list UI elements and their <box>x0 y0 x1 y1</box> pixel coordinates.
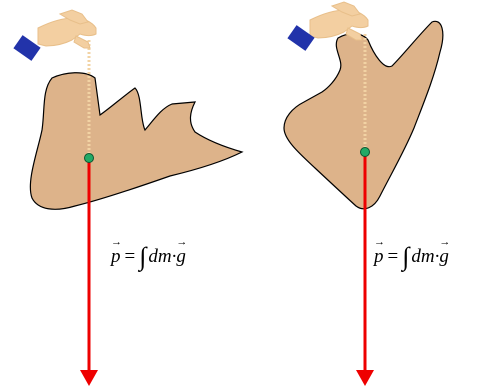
formula-integral: ∫ <box>402 242 410 271</box>
hand-icon <box>37 9 97 49</box>
formula-vector-g: g <box>176 237 186 266</box>
formula-vector-p: p <box>111 237 121 266</box>
left-arrowhead <box>80 370 98 386</box>
right-center-of-mass <box>360 147 370 157</box>
formula-term-dm: dm <box>411 246 435 267</box>
right-panel <box>283 1 444 386</box>
left-panel <box>13 9 244 386</box>
formula-dot: · <box>434 246 440 267</box>
formula-vector-g: g <box>439 237 449 266</box>
hand-icon <box>309 1 369 41</box>
formula-integral: ∫ <box>139 242 147 271</box>
formula-equals: = <box>387 246 399 267</box>
formula-dot: · <box>171 246 177 267</box>
right-irregular-body <box>283 20 444 210</box>
formula-term-dm: dm <box>148 246 172 267</box>
right-weight-formula: p=∫dm·g <box>374 237 449 270</box>
right-arrowhead <box>356 370 374 386</box>
left-weight-formula: p=∫dm·g <box>111 237 186 270</box>
left-center-of-mass <box>84 153 94 163</box>
formula-equals: = <box>124 246 136 267</box>
sleeve-cuff-icon <box>287 25 315 51</box>
sleeve-cuff-icon <box>13 35 41 61</box>
formula-vector-p: p <box>374 237 384 266</box>
left-irregular-body <box>29 72 244 210</box>
